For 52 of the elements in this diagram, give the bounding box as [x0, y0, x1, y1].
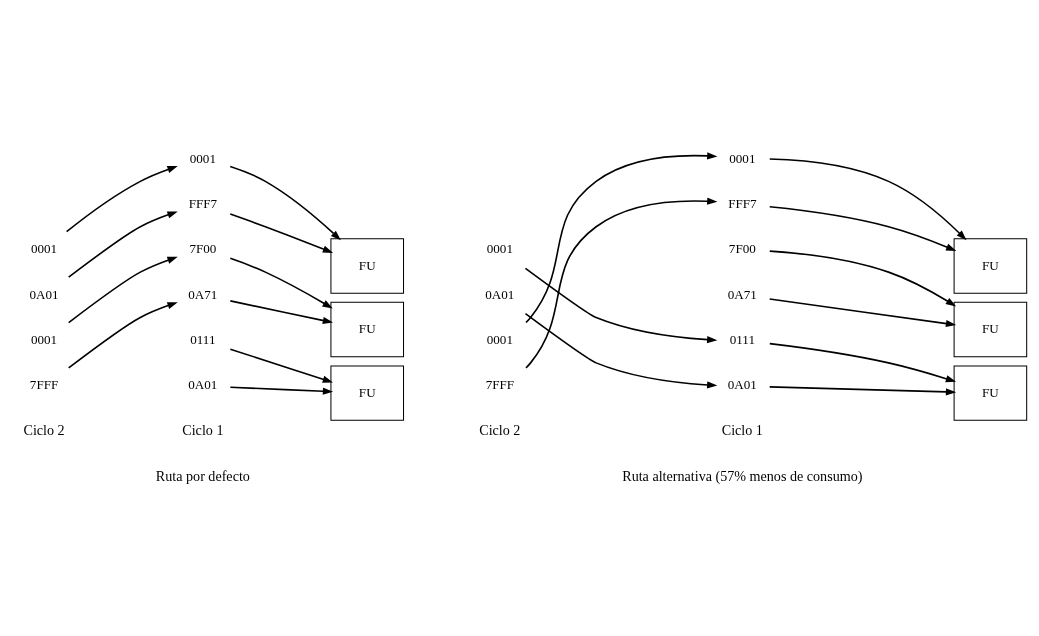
arrow	[229, 348, 333, 383]
node-text: 0A71	[187, 286, 217, 302]
node-text: 0A01	[29, 286, 59, 302]
node-text: 7FFF	[29, 377, 58, 393]
node-text: FFF7	[188, 195, 217, 211]
arrow	[228, 213, 333, 253]
node-text: 7F00	[728, 241, 756, 257]
node-box: FU	[329, 238, 404, 294]
label: Ruta alternativa (57% menos de consumo)	[621, 467, 862, 484]
arrow	[229, 257, 333, 309]
node-text: 0111	[189, 332, 215, 348]
label: Ciclo 1	[721, 422, 763, 439]
arrow	[229, 386, 333, 395]
node-box: FU	[953, 301, 1027, 358]
arrow	[524, 312, 717, 389]
node-text: 7FFF	[485, 377, 514, 393]
node-text: 0001	[728, 150, 755, 166]
node-box: FU	[953, 238, 1027, 294]
node-text: 0A01	[727, 377, 757, 393]
node-text: 0001	[486, 332, 513, 348]
arrow	[229, 300, 333, 324]
arrow	[524, 267, 717, 344]
node-text: 0A01	[187, 377, 217, 393]
arrow	[67, 256, 178, 324]
arrow	[768, 250, 956, 307]
node-text: 0001	[30, 241, 57, 257]
arrow	[524, 197, 717, 369]
node-text: 0001	[30, 332, 57, 348]
arrow	[768, 206, 956, 252]
arrow	[768, 342, 956, 383]
label: Ciclo 2	[478, 422, 520, 439]
arrow	[65, 166, 178, 233]
node-text: 0001	[189, 150, 216, 166]
node-text: 0A71	[727, 286, 757, 302]
node-text: 0A01	[484, 286, 514, 302]
node-text: 0111	[729, 332, 755, 348]
arrow	[228, 165, 341, 241]
arrow	[67, 302, 178, 369]
node-text: FFF7	[727, 195, 757, 211]
label: Ciclo 2	[22, 422, 65, 439]
arrow	[768, 386, 956, 396]
node-text: 0001	[486, 241, 513, 257]
node-box: FU	[953, 365, 1027, 421]
label: Ruta por defecto	[155, 467, 250, 484]
arrow	[768, 298, 956, 328]
node-text: 7F00	[188, 241, 216, 257]
arrow	[768, 158, 967, 241]
label: Ciclo 1	[181, 422, 223, 439]
arrow	[524, 152, 717, 324]
arrow	[67, 211, 178, 278]
node-box: FU	[329, 365, 404, 421]
node-box: FU	[329, 301, 404, 358]
